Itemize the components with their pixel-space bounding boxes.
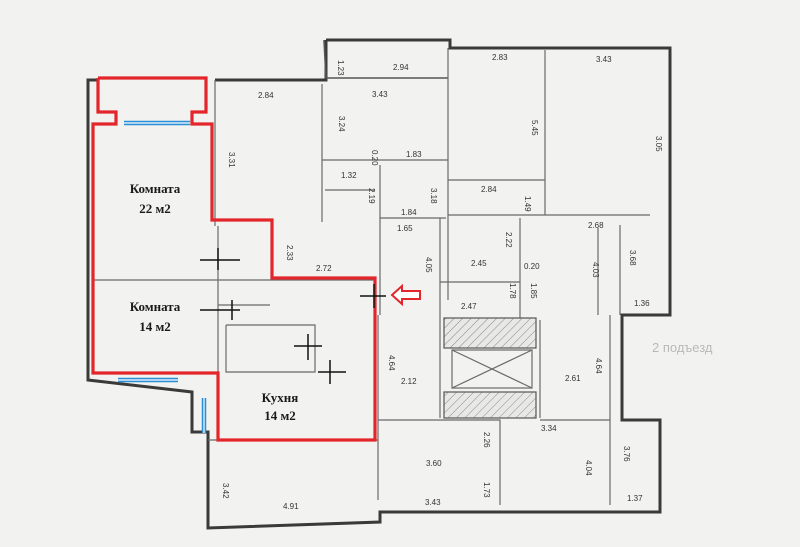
dim-label: 3.05 [654,136,663,152]
dim-label: 1.36 [634,299,650,308]
door-marks [200,248,386,384]
dim-label: 2.45 [471,259,487,268]
dim-label: 2.84 [258,91,274,100]
dim-label: 2.72 [316,264,332,273]
dim-label: 4.05 [424,257,433,273]
dim-label: 4.91 [283,502,299,511]
dim-label: 1.49 [523,196,532,212]
dim-label: 3.43 [425,498,441,507]
dim-label: 1.84 [401,208,417,217]
dim-label: 1.65 [397,224,413,233]
dim-label: 2.19 [367,188,376,204]
dim-label: 4.64 [594,358,603,374]
entrance-arrow-icon [390,283,421,307]
dim-label: 4.03 [591,262,600,278]
dim-label: 2.61 [565,374,581,383]
dim-label: 1.78 [508,283,517,299]
room-name: Комната [130,181,181,196]
dim-label: 1.32 [341,171,357,180]
dim-label: 2.26 [482,432,491,448]
dim-label: 2.33 [285,245,294,261]
dim-label: 3.76 [622,446,631,462]
outer-walls [86,38,672,530]
dim-label: 0.20 [524,262,540,271]
dim-label: 2.47 [461,302,477,311]
room-area: 14 м2 [264,408,296,423]
dim-label: 1.23 [336,60,345,76]
dim-label: 4.64 [387,355,396,371]
room-name: Комната [130,299,181,314]
interior-walls [92,48,650,505]
dimension-labels: 1.23 2.94 2.83 3.43 2.84 3.43 3.31 3.24 … [221,53,663,511]
dim-label: 5.45 [530,120,539,136]
room-name: Кухня [262,390,299,405]
dim-label: 2.84 [481,185,497,194]
dim-label: 2.22 [504,232,513,248]
dim-label: 2.68 [588,221,604,230]
dim-label: 3.60 [426,459,442,468]
dim-label: 1.37 [627,494,643,503]
dim-label: 3.42 [221,483,230,499]
dim-label: 1.83 [406,150,422,159]
dim-label: 1.85 [529,283,538,299]
dim-label: 1.73 [482,482,491,498]
dim-label: 2.94 [393,63,409,72]
dim-label: 4.04 [584,460,593,476]
apartment-outline [91,76,377,442]
room-area: 22 м2 [139,201,171,216]
room-area: 14 м2 [139,319,171,334]
dim-label: 0.20 [370,150,379,166]
windows [118,120,207,433]
entrance-stamp: 2 подъезд [652,340,713,355]
stairwell [443,317,537,419]
dim-label: 3.34 [541,424,557,433]
dim-label: 3.31 [227,152,236,168]
dim-label: 2.83 [492,53,508,62]
room-labels: Комната 22 м2 Комната 14 м2 Кухня 14 м2 [130,181,299,423]
dim-label: 3.24 [337,116,346,132]
dim-label: 2.12 [401,377,417,386]
dim-label: 3.68 [628,250,637,266]
dim-label: 3.43 [372,90,388,99]
dim-label: 3.43 [596,55,612,64]
dim-label: 3.18 [429,188,438,204]
